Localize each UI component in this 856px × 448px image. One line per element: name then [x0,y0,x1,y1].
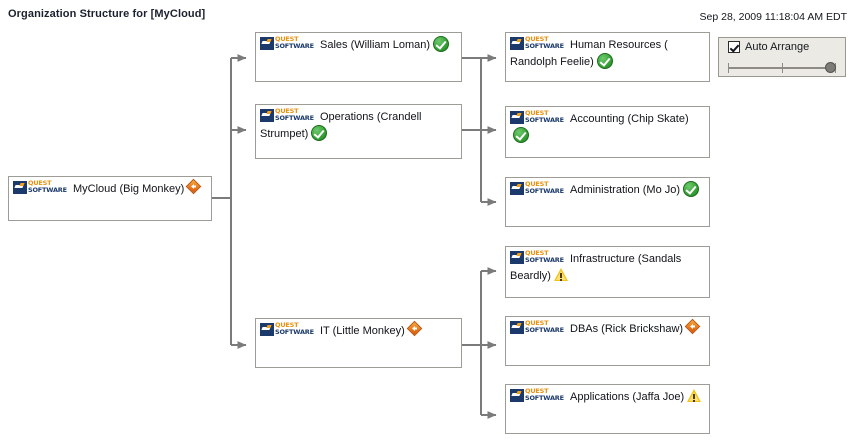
quest-logo-line1: QUEST [525,319,549,327]
quest-logo-mark [510,389,524,402]
node-label: Accounting (Chip Skate) [570,113,689,125]
quest-logo-line2: SOFTWARE [525,394,564,402]
slider-tick-mid [782,63,783,73]
node-content: QUEST SOFTWARE MyCloud (Big Monkey) [9,177,211,197]
node-operations[interactable]: QUEST SOFTWARE Operations (Crandell Stru… [255,104,462,159]
quest-logo-line1: QUEST [275,35,299,43]
quest-software-logo: QUEST SOFTWARE [510,250,568,265]
node-content: QUEST SOFTWARE Administration (Mo Jo) [506,178,709,198]
quest-logo-line2: SOFTWARE [525,256,564,264]
green-check-ok-icon [311,125,328,141]
node-content: QUEST SOFTWARE Operations (Crandell Stru… [256,105,461,142]
node-it[interactable]: QUEST SOFTWARE IT (Little Monkey) [255,318,462,368]
green-check-ok-icon [596,53,613,69]
quest-logo-wordmark: QUEST SOFTWARE [275,108,314,122]
quest-logo-line2: SOFTWARE [28,186,67,194]
quest-software-logo: QUEST SOFTWARE [260,36,318,51]
quest-logo-line1: QUEST [525,35,549,43]
node-mycloud[interactable]: QUEST SOFTWARE MyCloud (Big Monkey) [8,176,212,221]
quest-logo-line1: QUEST [525,180,549,188]
quest-logo-wordmark: QUEST SOFTWARE [525,36,564,50]
quest-software-logo: QUEST SOFTWARE [510,110,568,125]
quest-logo-line1: QUEST [525,109,549,117]
quest-logo-line1: QUEST [28,179,52,187]
quest-logo-wordmark: QUEST SOFTWARE [525,181,564,195]
auto-arrange-label: Auto Arrange [745,41,810,53]
node-content: QUEST SOFTWARE Human Resources ( Randolp… [506,33,709,70]
quest-logo-mark [510,251,524,264]
orange-diamond-alert-icon [684,318,703,336]
slider-thumb[interactable] [825,62,836,73]
quest-logo-mark [13,181,27,194]
orange-diamond-alert-icon [185,178,204,196]
quest-logo-wordmark: QUEST SOFTWARE [275,322,314,336]
quest-logo-mark [510,111,524,124]
green-check-ok-icon [683,181,700,197]
quest-logo-mark [510,37,524,50]
node-label: Applications (Jaffa Joe) [570,391,685,403]
node-label: Infrastructure (Sandals Beardly) [510,253,682,282]
node-content: QUEST SOFTWARE Applications (Jaffa Joe) [506,385,709,405]
quest-software-logo: QUEST SOFTWARE [510,36,568,51]
yellow-warning-icon [553,267,570,283]
quest-logo-wordmark: QUEST SOFTWARE [525,110,564,124]
node-accounting[interactable]: QUEST SOFTWARE Accounting (Chip Skate) [505,106,710,158]
auto-arrange-checkbox[interactable] [728,41,740,53]
page-title: Organization Structure for [MyCloud] [8,8,206,20]
node-content: QUEST SOFTWARE IT (Little Monkey) [256,319,461,339]
node-dbas[interactable]: QUEST SOFTWARE DBAs (Rick Brickshaw) [505,316,710,366]
node-label: Sales (William Loman) [320,39,431,51]
quest-software-logo: QUEST SOFTWARE [510,388,568,403]
quest-software-logo: QUEST SOFTWARE [260,108,318,123]
yellow-warning-icon [687,388,703,404]
node-label: Human Resources ( Randolph Feelie) [510,39,668,68]
green-check-ok-icon [513,127,529,143]
node-label: DBAs (Rick Brickshaw) [570,323,684,335]
quest-logo-line2: SOFTWARE [525,326,564,334]
node-human-resources[interactable]: QUEST SOFTWARE Human Resources ( Randolp… [505,32,710,82]
quest-logo-mark [260,323,274,336]
node-applications[interactable]: QUEST SOFTWARE Applications (Jaffa Joe) [505,384,710,434]
quest-software-logo: QUEST SOFTWARE [510,181,568,196]
quest-logo-mark [260,109,274,122]
node-label: Administration (Mo Jo) [570,184,681,196]
quest-logo-line2: SOFTWARE [525,42,564,50]
quest-logo-wordmark: QUEST SOFTWARE [28,180,67,194]
quest-logo-line2: SOFTWARE [525,116,564,124]
node-label: Operations (Crandell Strumpet) [260,111,422,140]
node-sales[interactable]: QUEST SOFTWARE Sales (William Loman) [255,32,462,82]
orange-diamond-alert-icon [406,320,424,338]
quest-logo-line2: SOFTWARE [275,328,314,336]
quest-logo-mark [510,182,524,195]
node-infrastructure[interactable]: QUEST SOFTWARE Infrastructure (Sandals B… [505,246,710,298]
quest-logo-line1: QUEST [525,387,549,395]
node-administration[interactable]: QUEST SOFTWARE Administration (Mo Jo) [505,177,710,227]
node-label: IT (Little Monkey) [320,325,405,337]
quest-logo-line1: QUEST [275,321,299,329]
quest-software-logo: QUEST SOFTWARE [260,322,318,337]
quest-logo-line2: SOFTWARE [525,187,564,195]
quest-logo-wordmark: QUEST SOFTWARE [525,250,564,264]
quest-logo-wordmark: QUEST SOFTWARE [275,36,314,50]
node-content: QUEST SOFTWARE Sales (William Loman) [256,33,461,53]
slider-tick-min [728,63,729,73]
node-content: QUEST SOFTWARE Accounting (Chip Skate) [506,107,709,144]
quest-logo-line2: SOFTWARE [275,114,314,122]
quest-software-logo: QUEST SOFTWARE [13,180,71,195]
quest-logo-mark [510,321,524,334]
quest-logo-line1: QUEST [275,107,299,115]
quest-logo-line1: QUEST [525,249,549,257]
quest-logo-wordmark: QUEST SOFTWARE [525,388,564,402]
node-label: MyCloud (Big Monkey) [73,183,185,195]
timestamp: Sep 28, 2009 11:18:04 AM EDT [699,11,848,23]
node-content: QUEST SOFTWARE Infrastructure (Sandals B… [506,247,709,284]
auto-arrange-panel: Auto Arrange [718,37,846,77]
zoom-slider[interactable] [728,61,836,75]
quest-logo-mark [260,37,274,50]
quest-logo-line2: SOFTWARE [275,42,314,50]
quest-logo-wordmark: QUEST SOFTWARE [525,320,564,334]
node-content: QUEST SOFTWARE DBAs (Rick Brickshaw) [506,317,709,337]
green-check-ok-icon [433,36,450,52]
quest-software-logo: QUEST SOFTWARE [510,320,568,335]
